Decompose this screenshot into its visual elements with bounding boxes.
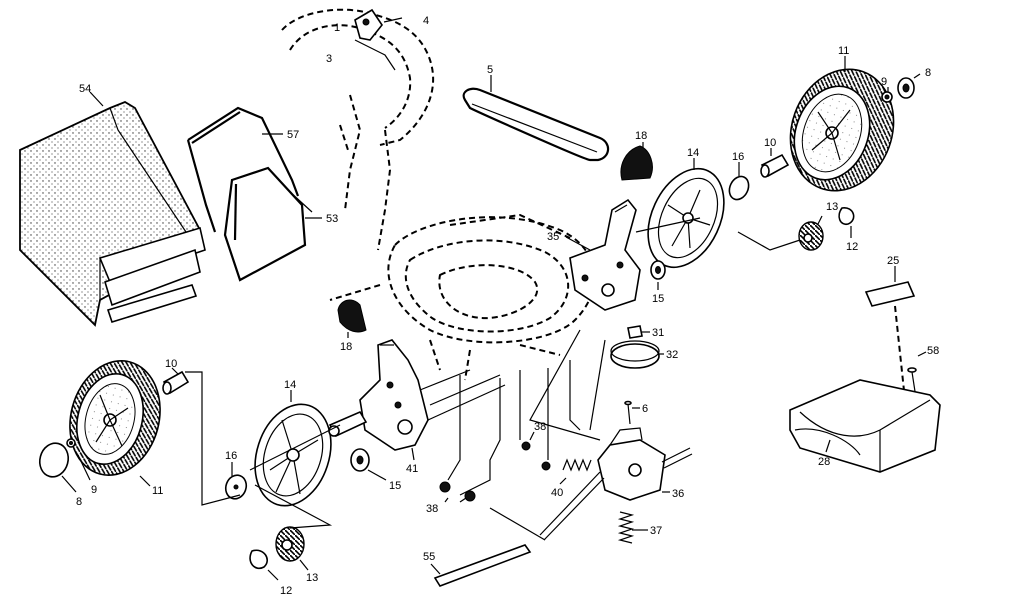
callout-12-left: 12 [280, 585, 292, 596]
callout-25: 25 [887, 255, 899, 267]
bolt-9-right [881, 91, 893, 103]
callout-37: 37 [650, 525, 662, 537]
screw-6 [624, 400, 632, 425]
wheel-14-right [647, 167, 725, 269]
cap-8-right [897, 77, 915, 99]
spring-37 [617, 511, 635, 544]
label-25 [864, 281, 916, 307]
wheel-14-left [254, 403, 332, 507]
callout-55: 55 [423, 551, 435, 563]
washer-15-right [650, 260, 666, 280]
callout-8-left: 8 [76, 496, 82, 508]
callout-4: 4 [423, 15, 429, 27]
callout-40: 40 [551, 487, 563, 499]
height-bracket-41 [328, 339, 429, 451]
wheel-11-left [69, 360, 161, 476]
callout-11-left: 11 [152, 485, 163, 497]
callout-10-right: 10 [764, 137, 776, 149]
spring-40 [562, 458, 592, 472]
callout-10-left: 10 [165, 358, 177, 370]
callout-53: 53 [326, 213, 338, 225]
callout-3: 3 [326, 53, 332, 65]
callout-13-right: 13 [826, 201, 838, 213]
callout-9-left: 9 [91, 484, 97, 496]
callout-38-upper: 38 [534, 421, 546, 433]
callout-16-right: 16 [732, 151, 744, 163]
callout-57: 57 [287, 129, 299, 141]
cap-8-left [38, 442, 70, 478]
gear-13-left [275, 526, 305, 562]
callout-54: 54 [79, 83, 91, 95]
axle-rod-55 [433, 544, 532, 587]
handle-bracket-part-1 [354, 8, 396, 71]
assembly-guides [419, 329, 606, 541]
callout-14-left: 14 [284, 379, 296, 391]
callout-13-left: 13 [306, 572, 318, 584]
callout-16-left: 16 [225, 450, 237, 462]
callout-9-right: 9 [881, 76, 887, 88]
gear-13-right [798, 221, 824, 251]
callout-12-right: 12 [846, 241, 858, 253]
height-adjust-knob-18-left [337, 299, 367, 333]
callout-18-right: 18 [635, 130, 647, 142]
clip-12-left [249, 549, 268, 569]
nut-31 [627, 325, 643, 339]
callout-8-right: 8 [925, 67, 931, 79]
spacer-10-right [760, 153, 790, 178]
bushing-38-upper [521, 441, 551, 471]
bolt-9-left [66, 438, 76, 448]
callout-41: 41 [406, 463, 418, 475]
drive-belt-5 [462, 87, 610, 162]
bag-frame-57 [186, 106, 300, 233]
washer-15-left [350, 448, 370, 472]
callout-18-left: 18 [340, 341, 352, 353]
callout-1: 1 [334, 22, 340, 34]
callout-28: 28 [818, 456, 830, 468]
height-adjust-knob-18-right [620, 145, 653, 181]
wheel-11-right [789, 68, 895, 192]
callout-36: 36 [672, 488, 684, 500]
callout-38-lower: 38 [426, 503, 438, 515]
callout-31: 31 [652, 327, 664, 339]
callout-35: 35 [547, 231, 559, 243]
callout-15-right: 15 [652, 293, 664, 305]
hubcap-16-left [224, 474, 248, 500]
callout-14-right: 14 [687, 147, 699, 159]
pulley-32 [610, 340, 660, 369]
rear-deflector-28 [789, 379, 941, 473]
callout-5: 5 [487, 64, 493, 76]
clip-12-right [838, 207, 855, 226]
callout-15-left: 15 [389, 480, 401, 492]
mower-deck [329, 213, 596, 381]
handle-assembly [281, 8, 435, 251]
callout-6: 6 [642, 403, 648, 415]
bushing-38-lower [439, 481, 476, 502]
callout-32: 32 [666, 349, 678, 361]
grass-bag-54 [19, 100, 206, 327]
spacer-10-left [162, 370, 190, 395]
callout-58: 58 [927, 345, 939, 357]
callout-labels: 1 3 4 5 54 57 53 18 14 16 10 11 9 8 35 1… [76, 15, 939, 596]
transmission-36 [539, 427, 693, 541]
hubcap-16-right [728, 175, 750, 201]
height-bracket-35 [569, 198, 641, 311]
callout-11-right: 11 [838, 45, 849, 57]
bag-frame-53 [223, 166, 313, 282]
left-guides [185, 371, 341, 529]
